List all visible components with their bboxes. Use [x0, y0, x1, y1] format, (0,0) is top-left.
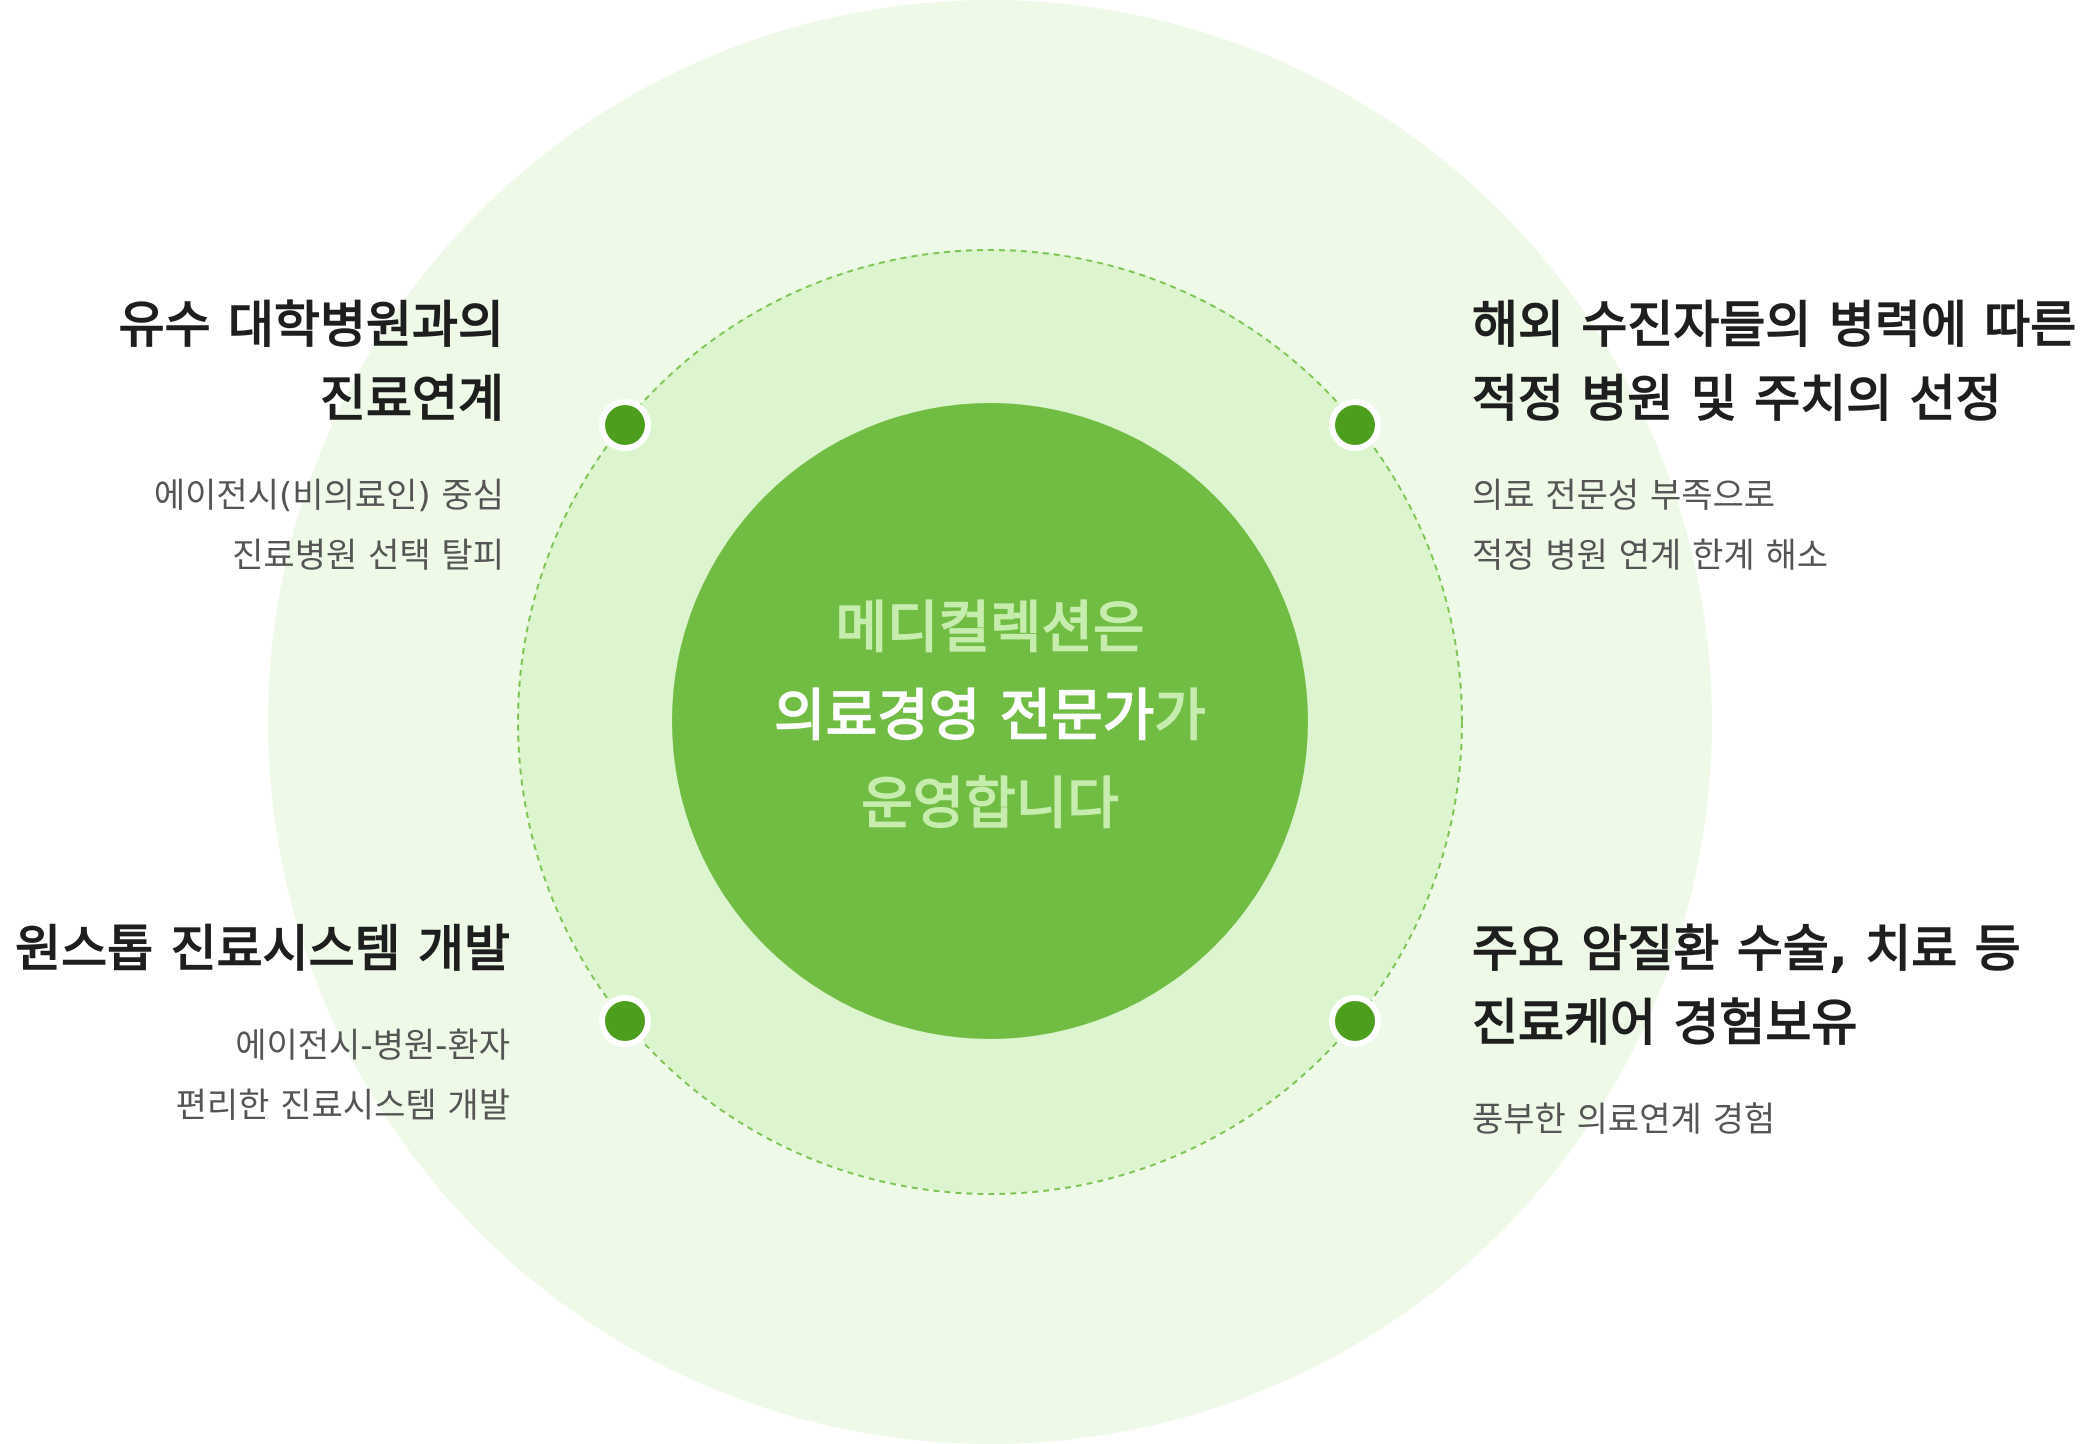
feature-desc-line: 진료병원 선택 탈피 [232, 536, 504, 576]
center-line-2: 의료경영 전문가가 [672, 673, 1308, 761]
feature-title-line: 적정 병원 및 주치의 선정 [1472, 370, 2002, 428]
center-line-2-suffix: 가 [1154, 684, 1206, 749]
feature-title-line: 원스톱 진료시스템 개발 [15, 920, 510, 978]
feature-title: 주요 암질환 수술, 치료 등 진료케어 경험보유 [1472, 912, 2021, 1060]
center-line-1: 메디컬렉션은 [835, 596, 1145, 661]
feature-title: 해외 수진자들의 병력에 따른 적정 병원 및 주치의 선정 [1472, 288, 2076, 436]
feature-description: 의료 전문성 부족으로 적정 병원 연계 한계 해소 [1472, 466, 2076, 586]
center-line-2-strong: 의료경영 전문가 [774, 684, 1155, 749]
feature-desc-line: 에이전시(비의료인) 중심 [153, 476, 504, 516]
feature-bottom-right: 주요 암질환 수술, 치료 등 진료케어 경험보유 풍부한 의료연계 경험 [1472, 912, 2021, 1150]
feature-description: 에이전시-병원-환자 편리한 진료시스템 개발 [15, 1016, 510, 1136]
feature-title-line: 진료케어 경험보유 [1472, 994, 1858, 1052]
center-line-3: 운영합니다 [861, 772, 1119, 837]
feature-desc-line: 에이전시-병원-환자 [235, 1026, 510, 1066]
feature-title-line: 유수 대학병원과의 [118, 296, 504, 354]
feature-title: 원스톱 진료시스템 개발 [15, 912, 510, 986]
feature-desc-line: 적정 병원 연계 한계 해소 [1472, 536, 1829, 576]
feature-description: 에이전시(비의료인) 중심 진료병원 선택 탈피 [119, 466, 504, 586]
feature-desc-line: 풍부한 의료연계 경험 [1472, 1100, 1776, 1140]
feature-title-line: 주요 암질환 수술, 치료 등 [1472, 920, 2021, 978]
feature-top-left: 유수 대학병원과의 진료연계 에이전시(비의료인) 중심 진료병원 선택 탈피 [119, 288, 504, 586]
feature-title-line: 해외 수진자들의 병력에 따른 [1472, 296, 2077, 354]
center-message: 메디컬렉션은 의료경영 전문가가 운영합니다 [672, 585, 1308, 849]
feature-description: 풍부한 의료연계 경험 [1472, 1090, 2021, 1150]
feature-top-right: 해외 수진자들의 병력에 따른 적정 병원 및 주치의 선정 의료 전문성 부족… [1472, 288, 2076, 586]
feature-title-line: 진료연계 [320, 370, 504, 428]
feature-desc-line: 편리한 진료시스템 개발 [175, 1086, 510, 1126]
feature-desc-line: 의료 전문성 부족으로 [1472, 476, 1776, 516]
feature-bottom-left: 원스톱 진료시스템 개발 에이전시-병원-환자 편리한 진료시스템 개발 [15, 912, 510, 1136]
feature-title: 유수 대학병원과의 진료연계 [119, 288, 504, 436]
inner-circle [672, 403, 1308, 1039]
